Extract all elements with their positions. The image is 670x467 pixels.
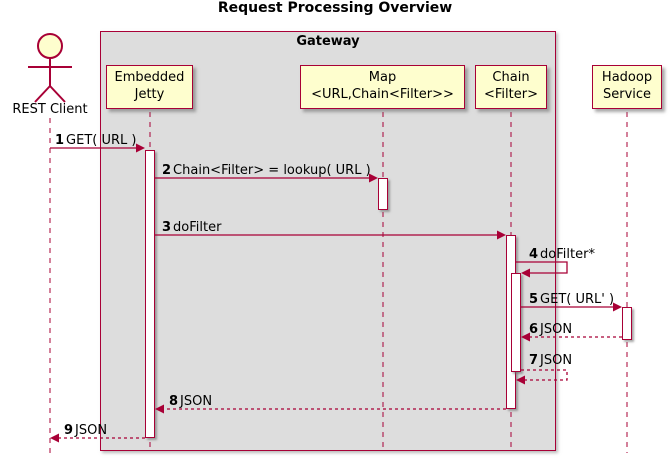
message-2-text: Chain<Filter> = lookup( URL ) — [173, 163, 371, 178]
message-6-text: JSON — [540, 322, 573, 337]
message-7-text: JSON — [540, 353, 573, 368]
activation-chain-nested — [511, 273, 521, 372]
message-4-number: 4 — [529, 247, 539, 262]
activation-map — [378, 178, 388, 210]
participant-hadoop-service: Hadoop Service — [592, 65, 662, 109]
participant-chain: Chain <Filter> — [475, 65, 547, 109]
message-8-text: JSON — [180, 394, 213, 409]
activation-embedded-jetty — [145, 150, 155, 438]
message-7-arrow — [521, 369, 568, 381]
message-5-arrowhead-icon — [613, 302, 622, 312]
message-4-arrowhead-icon — [521, 268, 530, 278]
diagram-title: Request Processing Overview — [217, 0, 453, 16]
message-1-text: GET( URL ) — [66, 133, 137, 148]
message-9-arrowhead-icon — [50, 433, 59, 443]
message-8-number: 8 — [169, 394, 179, 409]
activation-hadoop-service — [622, 307, 632, 340]
message-4-arrow — [516, 261, 568, 274]
message-3-arrowhead-icon — [497, 230, 506, 240]
message-5-number: 5 — [529, 292, 539, 307]
message-7-number: 7 — [529, 353, 539, 368]
message-5-text: GET( URL' ) — [540, 292, 615, 307]
message-3-number: 3 — [162, 220, 172, 235]
message-4-text: doFilter* — [540, 247, 595, 262]
message-7-arrowhead-icon — [516, 375, 525, 385]
message-9-text: JSON — [75, 423, 108, 438]
message-6-number: 6 — [529, 322, 539, 337]
gateway-box-label: Gateway — [296, 34, 360, 49]
message-2-number: 2 — [162, 163, 172, 178]
actor-label: REST Client — [12, 102, 88, 117]
participant-map: Map <URL,Chain<Filter>> — [300, 65, 465, 109]
message-3-text: doFilter — [173, 220, 222, 235]
message-6-arrowhead-icon — [521, 332, 530, 342]
message-1-arrowhead-icon — [136, 143, 145, 153]
message-8-arrowhead-icon — [155, 404, 164, 414]
message-9-number: 9 — [64, 423, 74, 438]
actor-figure-icon — [28, 33, 72, 103]
participant-embedded-jetty: Embedded Jetty — [106, 65, 193, 109]
message-1-number: 1 — [55, 133, 65, 148]
message-2-arrowhead-icon — [369, 173, 378, 183]
